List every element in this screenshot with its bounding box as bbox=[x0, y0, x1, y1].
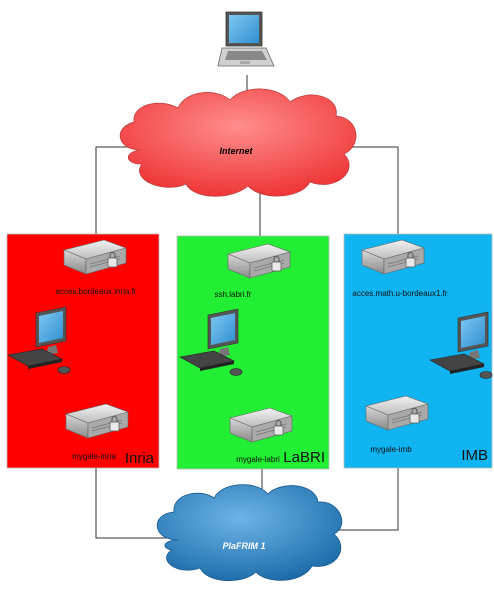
gateway-label-inria: acces.bordeaux.inria.fr bbox=[56, 287, 137, 296]
internet-cloud: Internet bbox=[119, 88, 357, 197]
node-label-imb: mygale-imb bbox=[370, 445, 412, 454]
plafrim-label: PlaFRIM 1 bbox=[222, 541, 265, 551]
site-label-labri: LaBRI bbox=[283, 449, 325, 466]
internet-label: Internet bbox=[219, 146, 253, 156]
site-panel-imb bbox=[343, 233, 493, 469]
node-label-labri: mygale-labri bbox=[236, 455, 280, 464]
gateway-label-imb: acces.math.u-bordeaux1.fr bbox=[352, 289, 447, 298]
site-label-imb: IMB bbox=[461, 447, 488, 464]
site-imb bbox=[343, 233, 493, 469]
site-label-inria: Inria bbox=[125, 450, 155, 467]
plafrim-cloud: PlaFRIM 1 bbox=[156, 484, 343, 582]
node-label-inria: mygale-inria bbox=[72, 452, 116, 461]
gateway-label-labri: ssh.labri.fr bbox=[215, 290, 252, 299]
laptop-icon bbox=[217, 11, 275, 67]
